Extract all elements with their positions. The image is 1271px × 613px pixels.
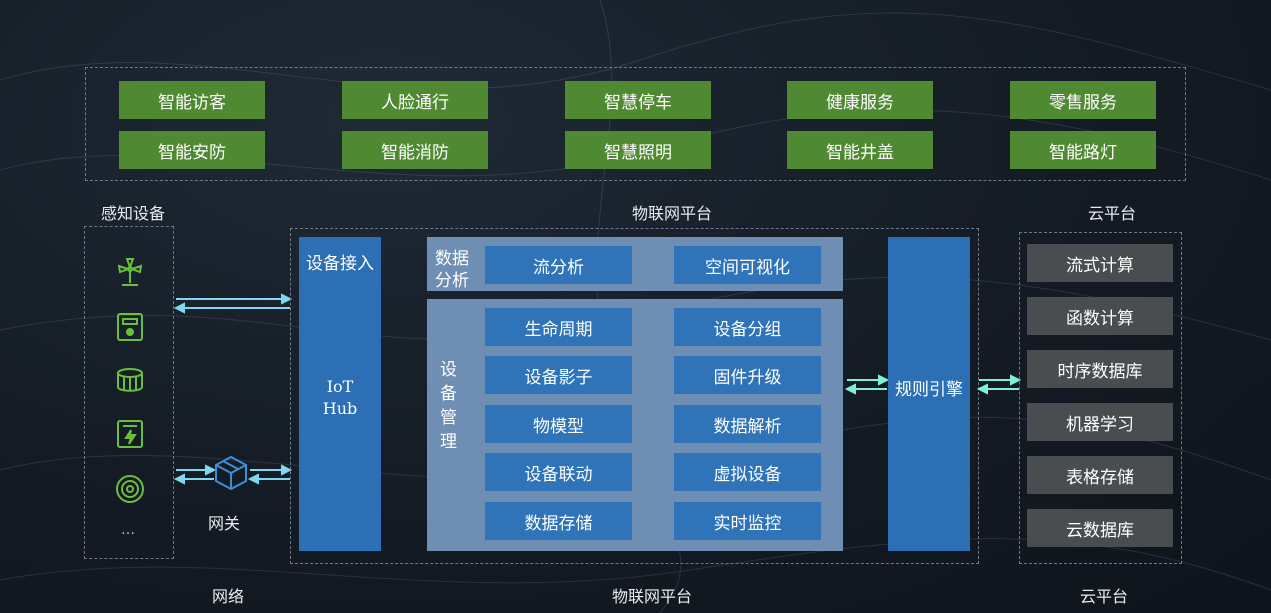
firmware-upgrade-box[interactable]: 固件升级 [674, 356, 821, 394]
stream-analysis-box[interactable]: 流分析 [485, 246, 632, 284]
data-analysis-title-line1: 数据 [435, 249, 469, 269]
realtime-monitor-box[interactable]: 实时监控 [674, 502, 821, 540]
network-bottom-label: 网络 [212, 587, 245, 606]
gateway-arrows-left [173, 464, 217, 485]
device-group-box[interactable]: 设备分组 [674, 308, 821, 346]
virtual-device-box[interactable]: 虚拟设备 [674, 453, 821, 491]
device-access-title: 设备接入 [306, 254, 374, 274]
device-mgmt-title-char: 备 [440, 384, 457, 404]
app-tile[interactable]: 智慧照明 [565, 131, 711, 169]
gateway-arrows-right [247, 464, 293, 485]
rules-engine-module[interactable]: 规则引擎 [888, 237, 970, 551]
rules-engine-label: 规则引擎 [895, 380, 963, 400]
cloud-database-box[interactable]: 云数据库 [1027, 509, 1173, 547]
cloud-title: 云平台 [1088, 204, 1137, 223]
device-mgmt-title-char: 设 [440, 360, 457, 380]
power-icon [114, 418, 146, 450]
windmill-icon [114, 257, 146, 289]
sensing-title: 感知设备 [101, 204, 166, 223]
data-storage-box[interactable]: 数据存储 [485, 502, 632, 540]
iot-hub-module: 设备接入 IoT Hub [299, 237, 381, 551]
applications-container [85, 67, 1186, 181]
cloud-platform-container [1019, 232, 1182, 564]
app-tile[interactable]: 智能访客 [119, 81, 265, 119]
app-tile[interactable]: 智慧停车 [565, 81, 711, 119]
data-analysis-title-line2: 分析 [435, 271, 469, 291]
device-mgmt-title-char: 管 [440, 408, 457, 428]
sensing-to-hub-arrows [173, 293, 293, 314]
thing-model-box[interactable]: 物模型 [485, 405, 632, 443]
iot-hub-label-line2: Hub [322, 399, 358, 418]
iot-hub-label-line1: IoT [326, 377, 354, 396]
app-tile[interactable]: 人脸通行 [342, 81, 488, 119]
target-icon [114, 473, 146, 505]
iot-platform-bottom-label: 物联网平台 [612, 587, 693, 606]
iot-platform-title: 物联网平台 [632, 204, 713, 223]
table-storage-box[interactable]: 表格存储 [1027, 456, 1173, 494]
rules-to-cloud-arrows [976, 374, 1022, 395]
app-tile[interactable]: 健康服务 [787, 81, 933, 119]
drum-icon [114, 364, 146, 396]
meter-icon [114, 311, 146, 343]
data-parsing-box[interactable]: 数据解析 [674, 405, 821, 443]
stream-compute-box[interactable]: 流式计算 [1027, 244, 1173, 282]
function-compute-box[interactable]: 函数计算 [1027, 297, 1173, 335]
app-tile[interactable]: 智能消防 [342, 131, 488, 169]
machine-learning-box[interactable]: 机器学习 [1027, 403, 1173, 441]
app-tile[interactable]: 智能安防 [119, 131, 265, 169]
device-linkage-box[interactable]: 设备联动 [485, 453, 632, 491]
cloud-bottom-label: 云平台 [1080, 587, 1129, 606]
spatial-visualization-box[interactable]: 空间可视化 [674, 246, 821, 284]
app-tile[interactable]: 智能井盖 [787, 131, 933, 169]
sensing-devices-container [84, 226, 174, 559]
platform-to-rules-arrows [844, 374, 890, 395]
lifecycle-box[interactable]: 生命周期 [485, 308, 632, 346]
device-mgmt-title-char: 理 [440, 432, 457, 452]
device-shadow-box[interactable]: 设备影子 [485, 356, 632, 394]
iot-platform-container [290, 228, 979, 564]
gateway-icon [212, 455, 250, 491]
devices-more-indicator: … [121, 522, 135, 538]
device-mgmt-title: 设 备 管 理 [440, 358, 460, 454]
app-tile[interactable]: 零售服务 [1010, 81, 1156, 119]
gateway-label: 网关 [208, 514, 241, 533]
app-tile[interactable]: 智能路灯 [1010, 131, 1156, 169]
timeseries-db-box[interactable]: 时序数据库 [1027, 350, 1173, 388]
